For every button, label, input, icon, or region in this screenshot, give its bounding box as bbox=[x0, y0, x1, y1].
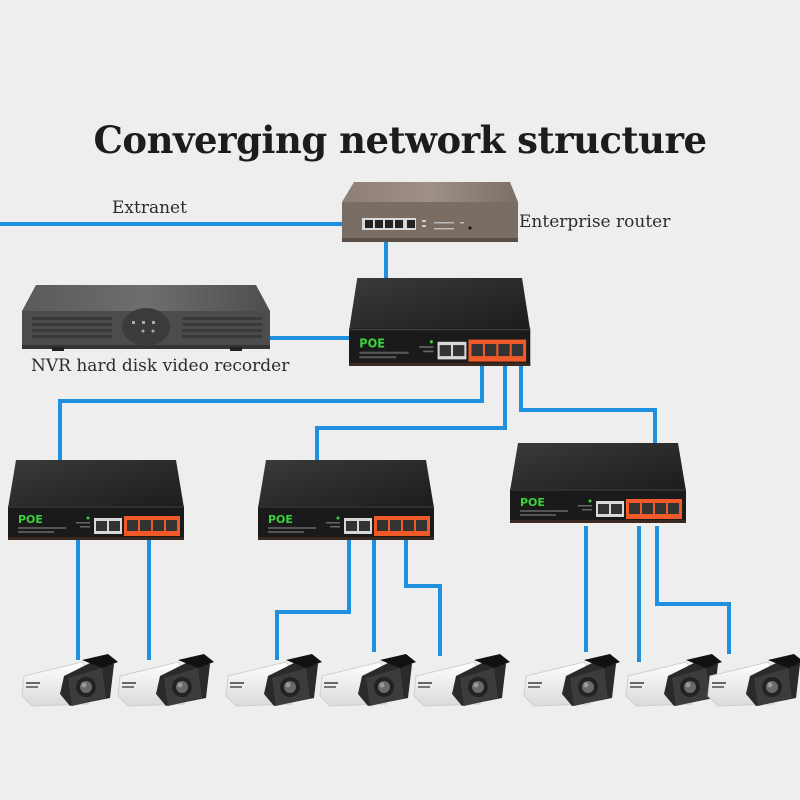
poe-switch-2 bbox=[257, 459, 435, 541]
camera-icon-5 bbox=[413, 653, 511, 707]
router-label: Enterprise router bbox=[519, 212, 671, 232]
camera-icon-3 bbox=[225, 653, 323, 707]
enterprise-router bbox=[342, 182, 518, 242]
camera-icon-8 bbox=[707, 653, 800, 707]
extranet-label: Extranet bbox=[112, 198, 187, 218]
nvr-recorder bbox=[22, 285, 270, 351]
core-poe-switch bbox=[348, 277, 531, 367]
cable-core-switch2 bbox=[315, 366, 507, 462]
cable-core-switch3 bbox=[519, 366, 657, 445]
camera-icon-4 bbox=[319, 653, 417, 707]
cable-s2-cam3 bbox=[275, 540, 351, 660]
poe-switch-3 bbox=[509, 442, 687, 524]
diagram-title: Converging network structure bbox=[93, 118, 707, 162]
cable-s3-cam8 bbox=[655, 526, 731, 654]
camera-icon-1 bbox=[21, 653, 119, 707]
cable-core-switch1 bbox=[58, 366, 484, 462]
camera-icon-6 bbox=[523, 653, 621, 707]
cable-s2-cam5 bbox=[404, 540, 442, 656]
camera-icon-2 bbox=[117, 653, 215, 707]
nvr-label: NVR hard disk video recorder bbox=[31, 356, 290, 376]
network-cables bbox=[0, 222, 731, 662]
poe-switch-1 bbox=[7, 459, 185, 541]
